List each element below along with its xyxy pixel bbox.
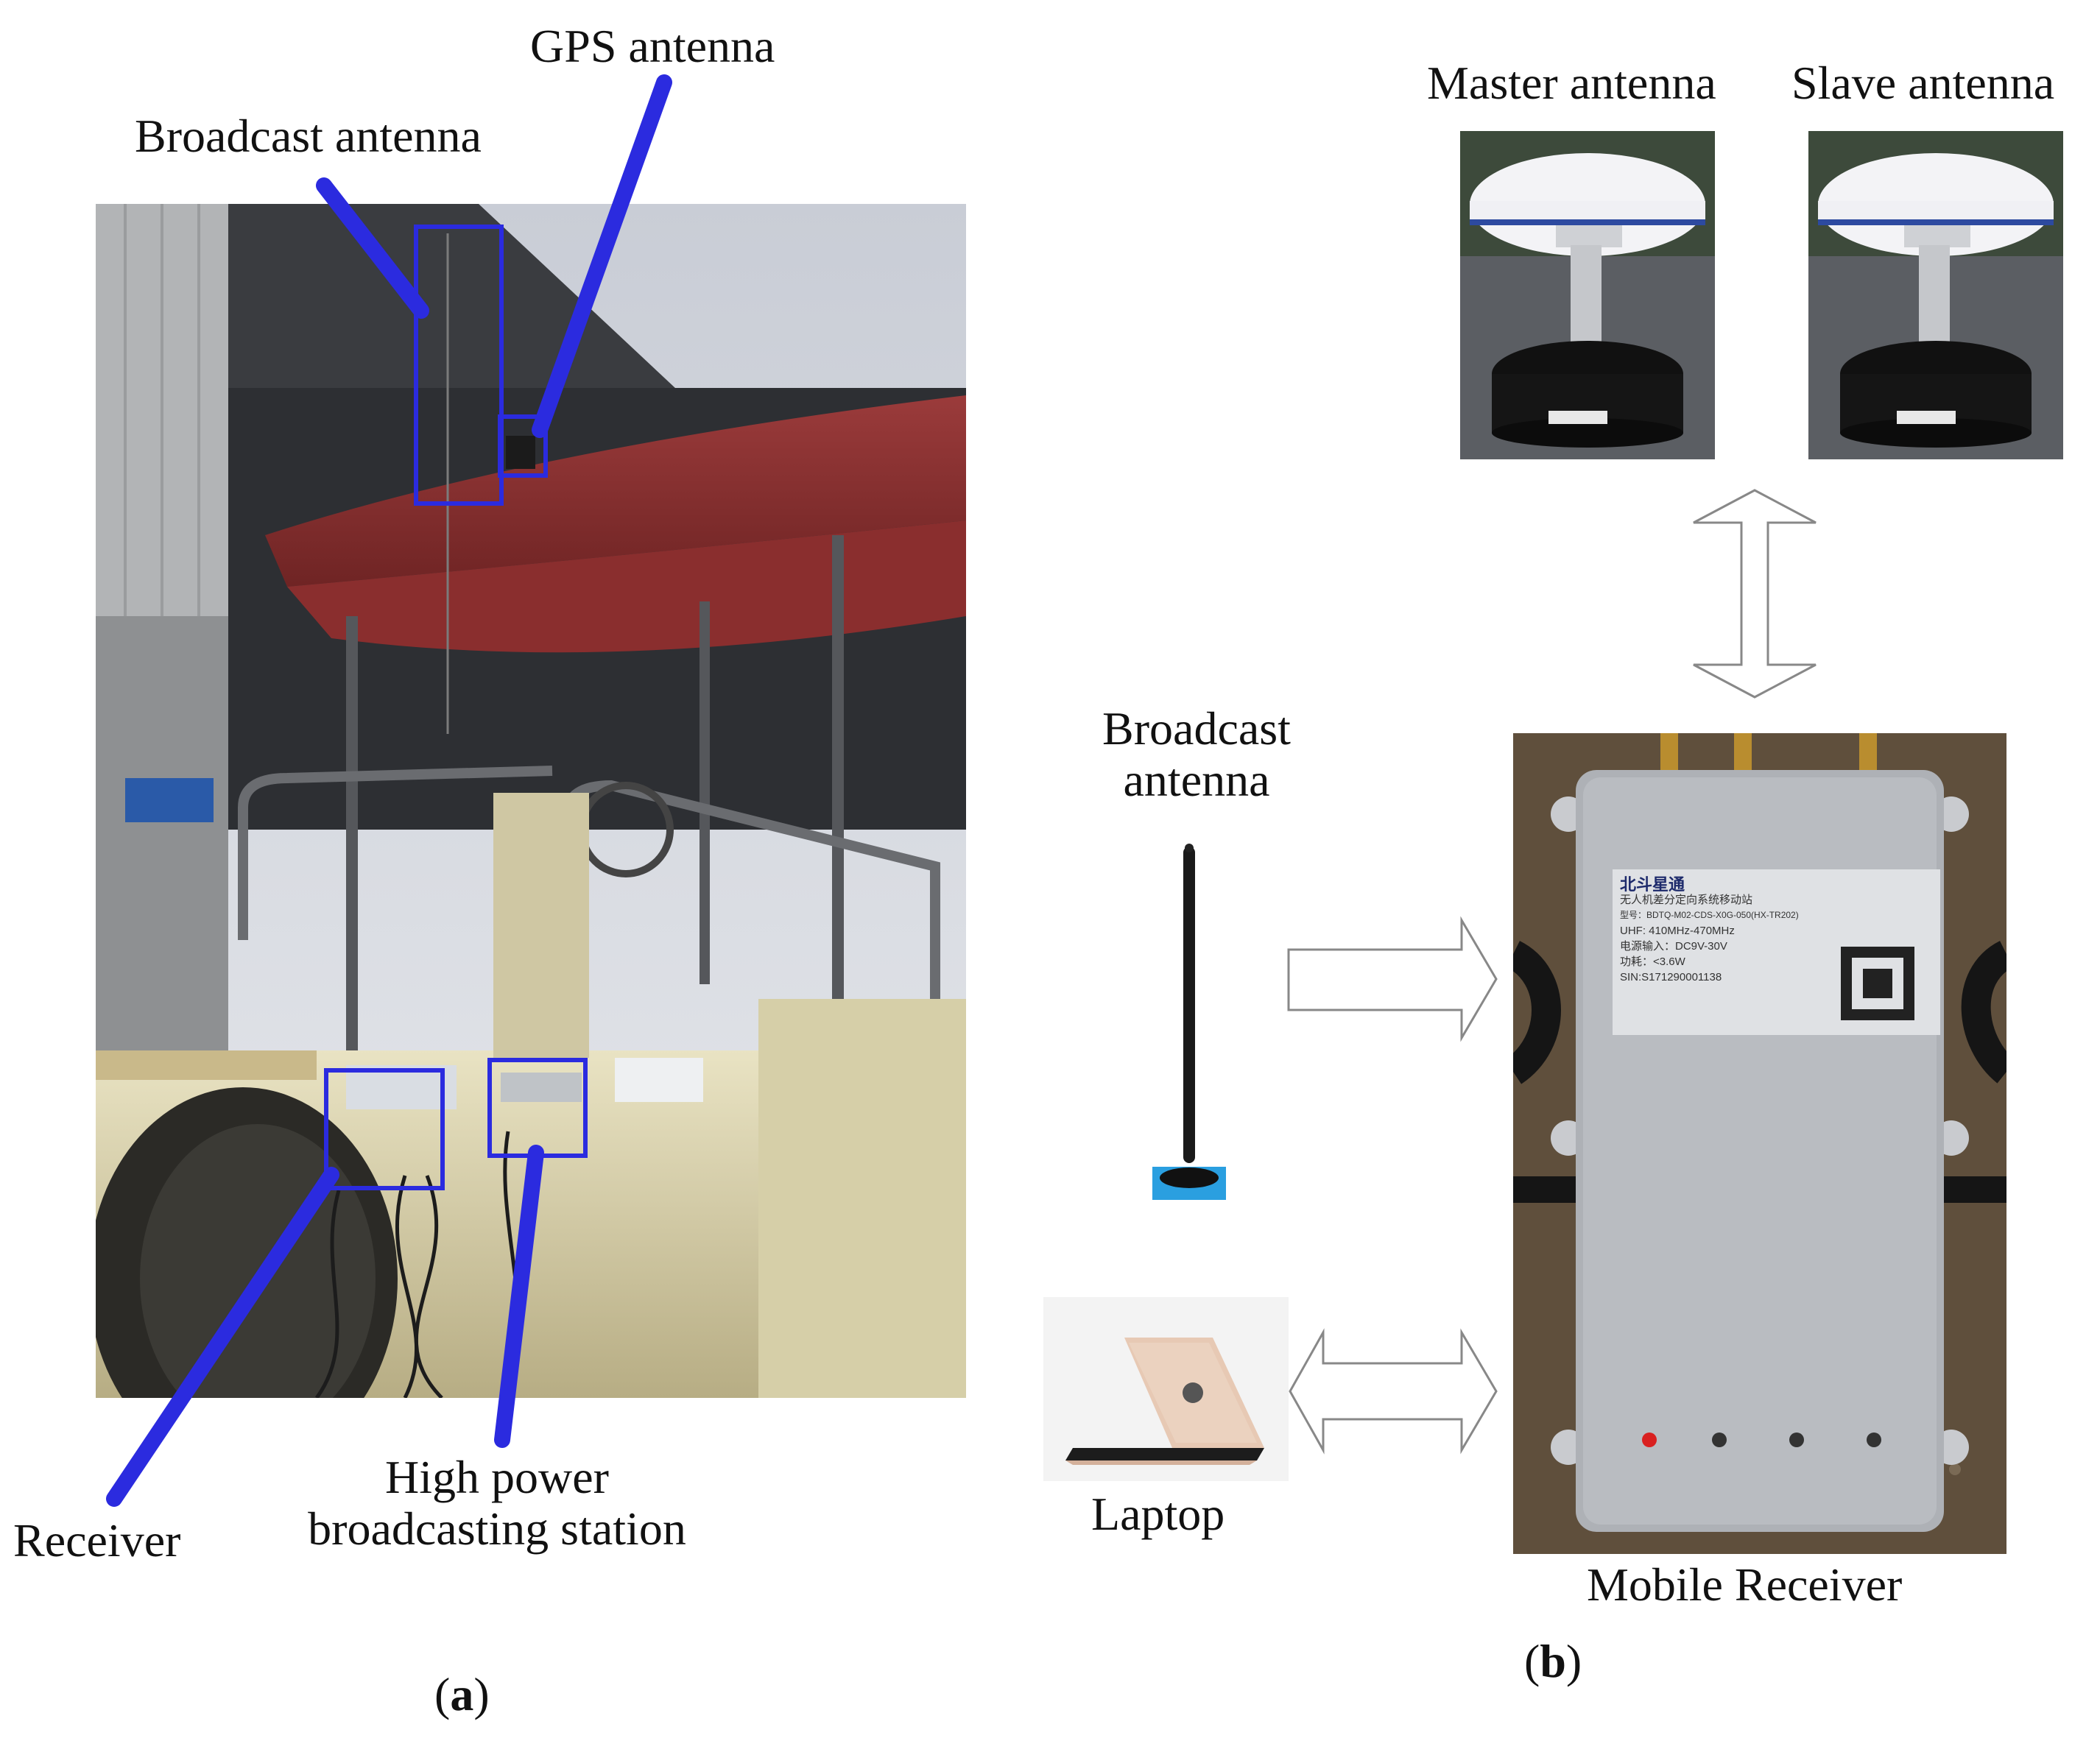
plate-power: 功耗：<3.6W bbox=[1620, 955, 1685, 968]
plate-subtitle: 无人机差分定向系统移动站 bbox=[1620, 894, 1753, 906]
panel-b-caption: (b) bbox=[1524, 1634, 1582, 1689]
laptop-label: Laptop bbox=[1091, 1488, 1225, 1540]
roller-photo-illustration bbox=[96, 204, 966, 1398]
broadcast-antenna-photo bbox=[1149, 839, 1230, 1200]
broadcast-to-receiver-arrow bbox=[1287, 916, 1498, 1042]
receiver-plate-text: 北斗星通 无人机差分定向系统移动站 型号：BDTQ-M02-CDS-X0G-05… bbox=[1620, 877, 1841, 985]
gnss-antenna-icon bbox=[1808, 131, 2063, 459]
caption-b-letter: b bbox=[1540, 1635, 1566, 1687]
plate-power-in: 电源输入：DC9V-30V bbox=[1620, 940, 1727, 953]
gps-antenna-label: GPS antenna bbox=[530, 20, 775, 72]
broadcast-antenna-b-label: Broadcast antenna bbox=[1060, 702, 1333, 807]
laptop-icon bbox=[1065, 1338, 1264, 1465]
whip-antenna-icon bbox=[1152, 844, 1226, 1200]
laptop-receiver-double-arrow bbox=[1289, 1328, 1498, 1455]
plate-uhf: UHF: 410MHz-470MHz bbox=[1620, 925, 1735, 937]
broadcast-b-line-2: antenna bbox=[1123, 754, 1270, 807]
high-power-line-1: High power bbox=[385, 1451, 609, 1503]
receiver-device-illustration bbox=[1513, 733, 2006, 1554]
broadcast-b-line-1: Broadcast bbox=[1102, 702, 1291, 755]
antenna-receiver-double-arrow bbox=[1693, 489, 1817, 699]
panel-a-caption: (a) bbox=[434, 1667, 490, 1722]
caption-a-open: ( bbox=[434, 1668, 451, 1720]
master-antenna-photo bbox=[1460, 131, 1715, 459]
high-power-station-label: High power broadcasting station bbox=[291, 1451, 703, 1555]
high-power-line-2: broadcasting station bbox=[308, 1502, 686, 1555]
plate-brand: 北斗星通 bbox=[1620, 875, 1685, 894]
broadcast-antenna-label: Broadcast antenna bbox=[135, 110, 482, 162]
slave-antenna-label: Slave antenna bbox=[1791, 57, 2055, 109]
plate-model: 型号：BDTQ-M02-CDS-X0G-050(HX-TR202) bbox=[1620, 910, 1799, 920]
laptop-photo bbox=[1043, 1297, 1289, 1481]
plate-serial: SIN:S171290001138 bbox=[1620, 971, 1722, 983]
caption-b-close: ) bbox=[1565, 1635, 1582, 1687]
mobile-receiver-label: Mobile Receiver bbox=[1587, 1558, 1903, 1611]
roller-photo bbox=[96, 204, 966, 1398]
mobile-receiver-photo: 北斗星通 无人机差分定向系统移动站 型号：BDTQ-M02-CDS-X0G-05… bbox=[1513, 733, 2006, 1554]
caption-a-letter: a bbox=[450, 1668, 474, 1720]
receiver-label: Receiver bbox=[13, 1514, 181, 1566]
slave-antenna-photo bbox=[1808, 131, 2063, 459]
caption-b-open: ( bbox=[1524, 1635, 1540, 1687]
caption-a-close: ) bbox=[473, 1668, 490, 1720]
master-antenna-label: Master antenna bbox=[1427, 57, 1716, 109]
gnss-antenna-icon bbox=[1460, 131, 1715, 459]
